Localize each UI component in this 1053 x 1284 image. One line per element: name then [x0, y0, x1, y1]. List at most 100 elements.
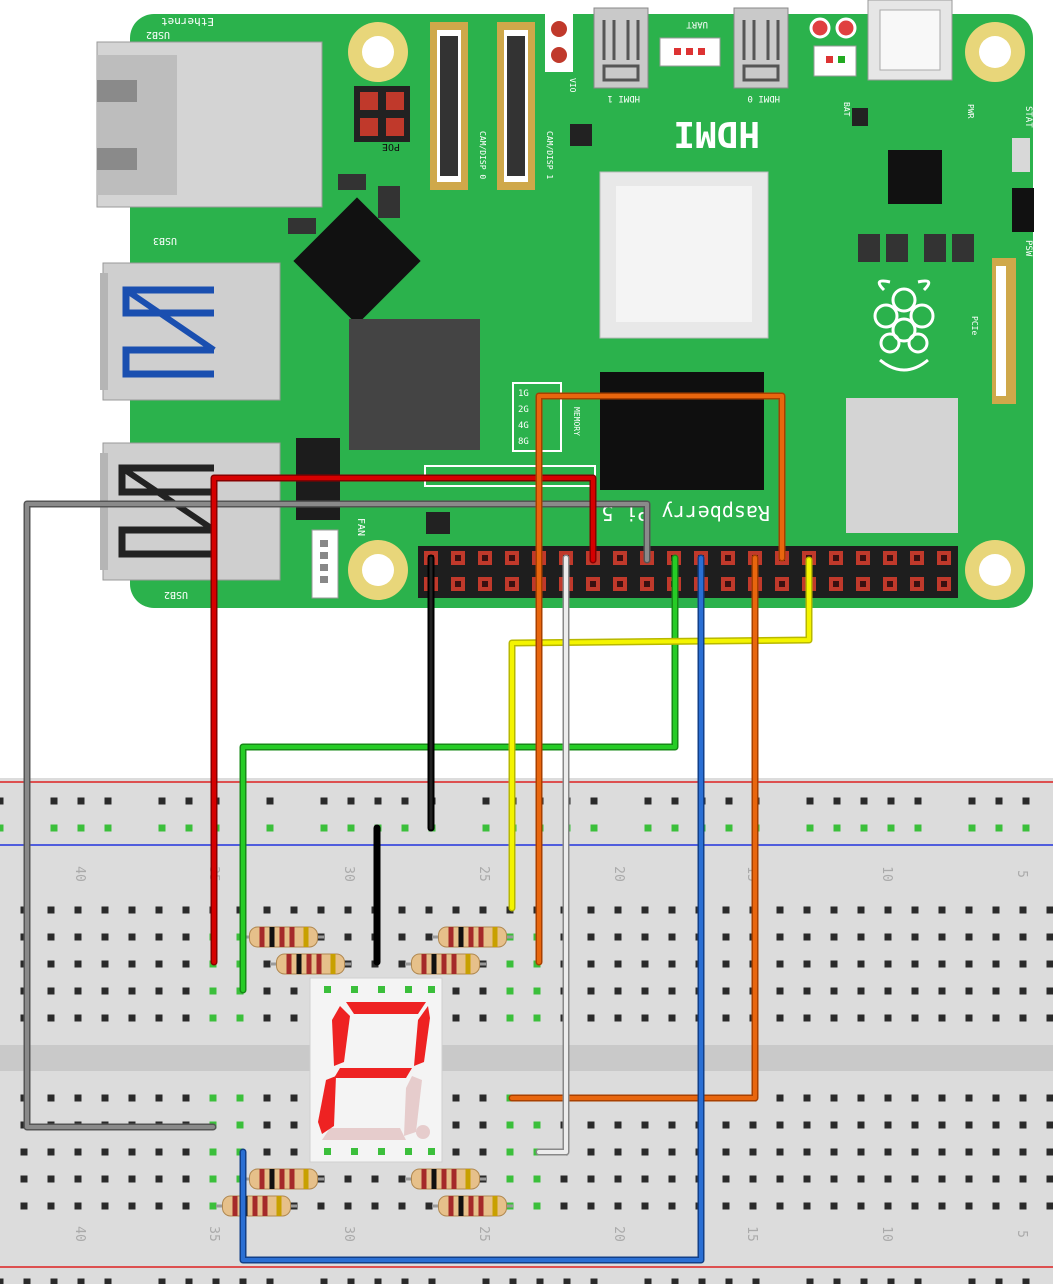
breadboard-hole	[938, 906, 946, 914]
breadboard-hole	[614, 1121, 622, 1129]
breadboard-hole	[128, 906, 136, 914]
breadboard-hole	[290, 1121, 298, 1129]
breadboard-hole	[857, 1121, 865, 1129]
breadboard-hole	[914, 1278, 922, 1284]
breadboard-hole	[641, 933, 649, 941]
breadboard-hole	[374, 797, 382, 805]
breadboard-hole	[1019, 1094, 1027, 1102]
breadboard-hole	[965, 987, 973, 995]
breadboard-hole	[290, 1148, 298, 1156]
gpio-pin-hole	[887, 555, 893, 561]
small-chip	[338, 174, 366, 190]
usb-c-power-port	[867, 0, 953, 81]
breadboard-hole	[236, 1014, 244, 1022]
stat-label: STAT	[1023, 106, 1033, 128]
breadboard-hole	[884, 960, 892, 968]
breadboard-hole	[74, 906, 82, 914]
breadboard-hole	[239, 1278, 247, 1284]
breadboard-hole	[155, 1014, 163, 1022]
breadboard-hole	[1046, 1175, 1053, 1183]
breadboard-hole	[857, 1014, 865, 1022]
wifi-module	[599, 171, 769, 339]
pcie-label: PCIe	[970, 316, 979, 335]
breadboard-hole	[452, 1121, 460, 1129]
breadboard-hole	[857, 1202, 865, 1210]
resistor-band	[252, 1196, 258, 1216]
breadboard-hole	[506, 1121, 514, 1129]
psw-label: PSW	[1023, 240, 1033, 257]
resistor-band	[448, 1196, 454, 1216]
vio-header	[545, 14, 573, 72]
breadboard-hole	[401, 797, 409, 805]
breadboard-hole	[401, 824, 409, 832]
breadboard-hole	[263, 1014, 271, 1022]
breadboard-hole	[830, 960, 838, 968]
breadboard-hole	[830, 906, 838, 914]
breadboard-hole	[128, 1148, 136, 1156]
resistor-band	[421, 1169, 427, 1189]
mem-1g-label: 1G	[518, 389, 529, 399]
breadboard-hole	[992, 1014, 1000, 1022]
column-label: 30	[341, 866, 356, 882]
breadboard-hole	[185, 797, 193, 805]
breadboard-hole	[992, 933, 1000, 941]
breadboard-hole	[479, 1094, 487, 1102]
breadboard-hole	[155, 1175, 163, 1183]
breadboard-hole	[995, 824, 1003, 832]
resistor-band	[276, 1196, 282, 1216]
resistor-band	[465, 1169, 471, 1189]
breadboard-hole	[263, 1148, 271, 1156]
column-label: 20	[611, 1226, 626, 1242]
breadboard-hole	[995, 1278, 1003, 1284]
usb2-label: USB2	[164, 589, 188, 600]
breadboard-hole	[860, 797, 868, 805]
breadboard-hole	[320, 797, 328, 805]
breadboard-hole	[803, 1148, 811, 1156]
resistor-band	[458, 927, 464, 947]
breadboard-hole	[1046, 1094, 1053, 1102]
resistor-band	[289, 927, 295, 947]
breadboard-hole	[614, 1014, 622, 1022]
breadboard-hole	[641, 906, 649, 914]
gpio-pin-hole	[725, 581, 731, 587]
breadboard-hole	[884, 1175, 892, 1183]
breadboard-hole	[479, 1148, 487, 1156]
breadboard-hole	[587, 1014, 595, 1022]
breadboard-hole	[671, 797, 679, 805]
breadboard-hole	[155, 960, 163, 968]
breadboard-hole	[830, 1121, 838, 1129]
column-label: 25	[476, 1226, 491, 1242]
resistor-band	[478, 1196, 484, 1216]
gray-wire-core	[25, 502, 649, 1129]
breadboard-hole	[344, 906, 352, 914]
breadboard-hole	[425, 1202, 433, 1210]
breadboard-hole	[884, 1202, 892, 1210]
breadboard-hole	[1019, 960, 1027, 968]
breadboard-hole	[158, 797, 166, 805]
breadboard-hole	[182, 1014, 190, 1022]
mounting-hole	[965, 22, 1025, 82]
breadboard-hole	[482, 797, 490, 805]
breadboard-hole	[884, 987, 892, 995]
orange-wire-2-core	[510, 556, 757, 1100]
breadboard-hole	[50, 1278, 58, 1284]
breadboard-hole	[74, 933, 82, 941]
breadboard-hole	[101, 987, 109, 995]
breadboard-hole	[182, 1094, 190, 1102]
breadboard-hole	[74, 1094, 82, 1102]
breadboard-hole	[77, 797, 85, 805]
breadboard-hole	[938, 987, 946, 995]
breadboard-hole	[1019, 1202, 1027, 1210]
breadboard-hole	[857, 933, 865, 941]
breadboard-hole	[398, 906, 406, 914]
breadboard-hole	[290, 906, 298, 914]
breadboard-hole	[263, 1094, 271, 1102]
breadboard-hole	[884, 1014, 892, 1022]
breadboard-hole	[182, 1175, 190, 1183]
breadboard-hole	[50, 824, 58, 832]
breadboard-hole	[803, 906, 811, 914]
breadboard-hole	[317, 906, 325, 914]
gpio-pin-hole	[509, 581, 515, 587]
breadboard-hole	[722, 1121, 730, 1129]
breadboard-hole	[101, 1094, 109, 1102]
